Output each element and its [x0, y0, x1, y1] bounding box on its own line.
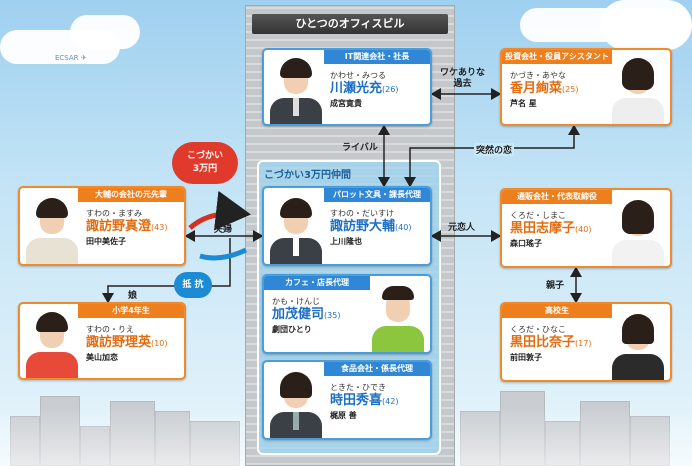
card-kamo[interactable]: カフェ・店長代理 かも・けんじ 加茂健司(35) 劇団ひとり: [262, 274, 432, 354]
card-header: 高校生: [502, 304, 612, 318]
card-header: IT関連会社・社長: [324, 50, 430, 64]
relation-label-rival: ライバル: [342, 143, 378, 153]
badge-text: 3万円: [192, 164, 218, 174]
actor-name: 芦名 星: [510, 99, 537, 108]
character-age: (25): [562, 85, 579, 94]
actor-name: 田中美佐子: [86, 237, 126, 246]
card-header: パロット文具・課長代理: [324, 188, 430, 202]
character-age: (42): [382, 397, 399, 406]
character-name: 加茂健司: [272, 307, 325, 322]
cloud: [600, 0, 692, 50]
card-info: すわの・ますみ 諏訪野真澄(43) 田中美佐子: [86, 208, 167, 247]
portrait-icon: [608, 310, 668, 380]
resist-badge: 抵 抗: [174, 272, 212, 298]
character-age: (43): [151, 223, 168, 232]
character-age: (40): [575, 225, 592, 234]
character-name: 諏訪野理英: [86, 335, 152, 350]
card-tokita[interactable]: 食品会社・係長代理 ときた・ひでき 時田秀喜(42) 梶原 善: [262, 360, 432, 440]
reading: かわせ・みつる: [330, 71, 386, 80]
card-info: くろだ・ひなこ 黒田比奈子(17) 前田敦子: [510, 324, 591, 363]
actor-name: 前田敦子: [510, 353, 542, 362]
portrait-icon: [266, 194, 326, 264]
character-name: 諏訪野真澄: [86, 219, 152, 234]
character-name: 川瀬光充: [330, 81, 383, 96]
resist-arrow: [199, 247, 248, 261]
badge-text: こづかい: [186, 151, 223, 161]
line-totsuzen: [404, 124, 580, 188]
allowance-group-label: こづかい3万円仲間: [264, 170, 351, 181]
cloud: [70, 15, 140, 49]
actor-name: 梶原 善: [330, 411, 357, 420]
card-info: かも・けんじ 加茂健司(35) 劇団ひとり: [272, 296, 340, 335]
actor-name: 上川隆也: [330, 237, 362, 246]
card-header: 投資会社・役員アシスタント: [502, 50, 612, 64]
reading: すわの・りえ: [86, 325, 134, 334]
character-age: (35): [324, 311, 341, 320]
actor-name: 劇団ひとり: [272, 325, 312, 334]
reading: かづき・あやな: [510, 71, 566, 80]
character-name: 香月絢菜: [510, 81, 563, 96]
character-name: 諏訪野大輔: [330, 219, 396, 234]
character-name: 黒田志摩子: [510, 221, 576, 236]
character-age: (10): [151, 339, 168, 348]
character-age: (17): [575, 339, 592, 348]
card-kawase[interactable]: IT関連会社・社長 かわせ・みつる 川瀬光充(26) 成宮寛貴: [262, 48, 432, 126]
relation-text: 過去: [453, 79, 472, 89]
portrait-icon: [368, 282, 428, 352]
portrait-icon: [608, 54, 668, 124]
relation-label-motokoibito: 元恋人: [448, 223, 476, 233]
reading: すわの・だいすけ: [330, 209, 394, 218]
character-age: (40): [395, 223, 412, 232]
actor-name: 美山加恋: [86, 353, 118, 362]
card-header: 小学4年生: [78, 304, 184, 318]
card-header: 通販会社・代表取締役: [502, 190, 612, 204]
card-info: すわの・りえ 諏訪野理英(10) 美山加恋: [86, 324, 167, 363]
relation-label-oyako: 親子: [546, 281, 565, 291]
card-rie[interactable]: 小学4年生 すわの・りえ 諏訪野理英(10) 美山加恋: [18, 302, 186, 380]
relation-text: ワケありな: [440, 68, 486, 78]
card-kazuki[interactable]: 投資会社・役員アシスタント かづき・あやな 香月絢菜(25) 芦名 星: [500, 48, 672, 126]
card-info: ときた・ひでき 時田秀喜(42) 梶原 善: [330, 382, 398, 421]
reading: くろだ・ひなこ: [510, 325, 566, 334]
card-masumi[interactable]: 大輔の会社の元先輩 すわの・ますみ 諏訪野真澄(43) 田中美佐子: [18, 186, 186, 266]
reading: くろだ・しまこ: [510, 211, 566, 220]
character-age: (26): [382, 85, 399, 94]
character-name: 黒田比奈子: [510, 335, 576, 350]
card-daisuke[interactable]: パロット文具・課長代理 すわの・だいすけ 諏訪野大輔(40) 上川隆也: [262, 186, 432, 266]
relation-label-fufu: 夫婦: [214, 225, 233, 235]
character-name: 時田秀喜: [330, 393, 383, 408]
relation-label-totsuzen: 突然の恋: [474, 143, 515, 156]
relation-label-wakeari: ワケありな 過去: [440, 68, 485, 90]
portrait-icon: [266, 54, 326, 124]
relation-label-musume: 娘: [128, 291, 138, 301]
card-info: かわせ・みつる 川瀬光充(26) 成宮寛貴: [330, 70, 398, 109]
card-shimako[interactable]: 通販会社・代表取締役 くろだ・しまこ 黒田志摩子(40) 森口瑤子: [500, 188, 672, 268]
airplane-icon: ECSAR ✈: [55, 54, 87, 62]
plane-label: ECSAR: [55, 54, 79, 62]
card-header: カフェ・店長代理: [264, 276, 370, 290]
portrait-icon: [22, 308, 82, 378]
reading: かも・けんじ: [272, 297, 320, 306]
portrait-icon: [608, 196, 668, 266]
card-info: くろだ・しまこ 黒田志摩子(40) 森口瑤子: [510, 210, 591, 249]
allowance-badge: こづかい 3万円: [172, 142, 238, 184]
card-info: すわの・だいすけ 諏訪野大輔(40) 上川隆也: [330, 208, 411, 247]
line-musume: [102, 238, 231, 304]
card-header: 食品会社・係長代理: [324, 362, 430, 376]
money-arrow: [188, 190, 251, 231]
card-info: かづき・あやな 香月絢菜(25) 芦名 星: [510, 70, 578, 109]
portrait-icon: [22, 194, 82, 264]
card-hinako[interactable]: 高校生 くろだ・ひなこ 黒田比奈子(17) 前田敦子: [500, 302, 672, 382]
reading: すわの・ますみ: [86, 209, 142, 218]
card-header: 大輔の会社の元先輩: [78, 188, 184, 202]
actor-name: 森口瑤子: [510, 239, 542, 248]
reading: ときた・ひでき: [330, 383, 386, 392]
portrait-icon: [266, 368, 326, 438]
building-title: ひとつのオフィスビル: [252, 14, 448, 34]
actor-name: 成宮寛貴: [330, 99, 362, 108]
